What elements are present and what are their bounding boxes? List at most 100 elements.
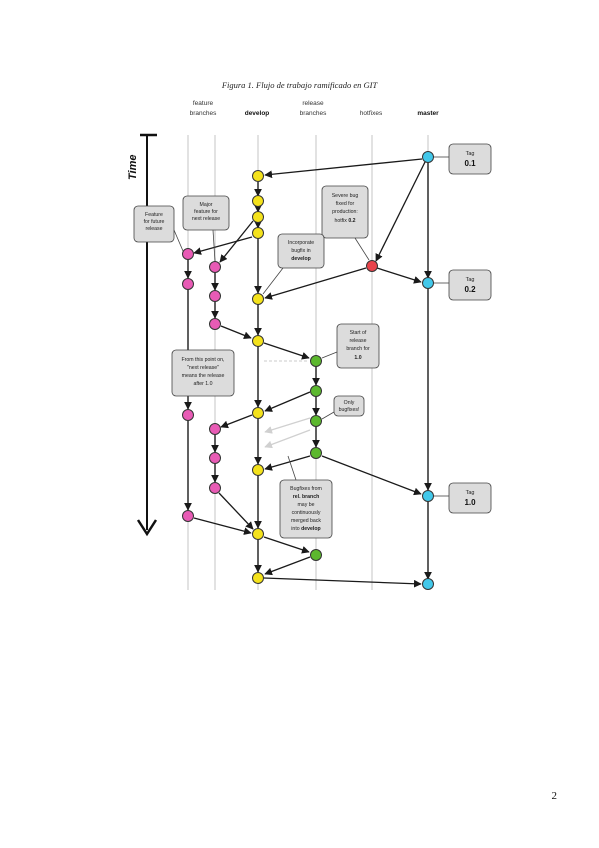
header-master: master xyxy=(417,110,439,117)
edge-feature1-to-develop xyxy=(193,517,252,535)
commit-feature xyxy=(209,482,221,494)
commit-develop xyxy=(252,572,264,584)
note-line: branch for xyxy=(346,346,370,352)
commit-release xyxy=(310,385,322,397)
edges xyxy=(184,158,432,588)
commits xyxy=(182,151,434,590)
commit-develop xyxy=(252,293,264,305)
note-major-feature: Major feature for next release xyxy=(182,195,230,262)
commit-feature xyxy=(209,423,221,435)
commit-hotfix xyxy=(366,260,378,272)
commit-develop xyxy=(252,528,264,540)
edge-feature2-to-develop xyxy=(220,325,252,340)
edge-develop-to-feature1 xyxy=(193,236,253,255)
tag-box xyxy=(448,269,492,301)
commit-release xyxy=(310,355,322,367)
commit-feature xyxy=(209,318,221,330)
note-box xyxy=(277,233,325,269)
note-line: Bugfixes from xyxy=(290,486,322,492)
tag-1-0: Tag 1.0 xyxy=(434,482,492,514)
note-severe-bug: Severe bug fixed for production: hotfix … xyxy=(321,185,370,261)
note-line-part: hotfix xyxy=(334,218,348,224)
note-line: rel. branch xyxy=(293,494,320,500)
edge-develop-to-feature3 xyxy=(220,414,253,429)
edge-release-to-develop-2 xyxy=(264,455,311,471)
tag-0-1: Tag 0.1 xyxy=(434,143,492,175)
note-line: develop xyxy=(291,256,311,262)
page-number: 2 xyxy=(551,790,558,802)
edge-develop-to-release-2 xyxy=(263,536,310,554)
note-pointer xyxy=(321,411,335,420)
commit-develop xyxy=(252,464,264,476)
time-axis: Time xyxy=(127,133,158,537)
note-line-part: develop xyxy=(301,526,321,532)
commit-develop xyxy=(252,195,264,207)
edge-hotfix-to-develop xyxy=(264,267,367,300)
note-line: into develop xyxy=(291,526,320,532)
note-pointer xyxy=(321,351,338,359)
header-feature-line1: feature xyxy=(193,100,214,107)
note-bugfixes-rel: Bugfixes from rel. branch may be continu… xyxy=(279,455,333,539)
commit-feature xyxy=(182,278,194,290)
commit-release xyxy=(310,447,322,459)
header-hotfixes: hotfixes xyxy=(360,110,383,117)
note-only-bugfixes: Only bugfixes! xyxy=(321,395,365,420)
tag-label: Tag xyxy=(466,277,475,283)
commit-feature xyxy=(182,248,194,260)
note-line: fixed for xyxy=(336,201,355,207)
note-start-release: Start of release branch for 1.0 xyxy=(321,323,380,369)
tag-label: Tag xyxy=(466,490,475,496)
note-box xyxy=(182,195,230,231)
note-box xyxy=(336,323,380,369)
note-line: bugfix in xyxy=(291,248,310,254)
commit-master xyxy=(422,578,434,590)
note-line: feature for xyxy=(194,209,218,215)
note-line: production: xyxy=(332,209,358,215)
commit-master xyxy=(422,277,434,289)
edge-develop-to-release xyxy=(263,342,310,360)
edge-feature3-to-develop xyxy=(218,492,254,530)
edge-faint-1 xyxy=(264,417,311,434)
tag-version: 0.2 xyxy=(464,285,476,294)
note-pointer xyxy=(354,237,370,261)
note-pointer xyxy=(173,229,184,252)
commit-feature xyxy=(209,261,221,273)
note-line: may be xyxy=(297,502,314,508)
edge-release-to-develop-1 xyxy=(264,391,311,412)
edge-master-to-develop xyxy=(264,158,423,179)
note-line: From this point on, xyxy=(182,357,225,363)
tag-label: Tag xyxy=(466,151,475,157)
tag-version: 1.0 xyxy=(464,498,476,507)
commit-release xyxy=(310,415,322,427)
commit-feature xyxy=(209,290,221,302)
note-line: Only xyxy=(344,400,355,406)
note-pointer xyxy=(262,267,284,295)
time-label: Time xyxy=(127,155,139,180)
tag-box xyxy=(448,482,492,514)
note-line: means the release xyxy=(182,373,225,379)
header-develop: develop xyxy=(245,110,270,117)
note-line-part: 0.2 xyxy=(348,218,355,224)
commit-feature xyxy=(182,409,194,421)
note-box xyxy=(321,185,369,239)
edge-release-to-master xyxy=(321,455,422,496)
edge-develop-to-feature2 xyxy=(219,220,254,263)
note-feature-future: Feature for future release xyxy=(133,205,184,252)
header-release-line1: release xyxy=(302,100,324,107)
edge-release2-to-develop xyxy=(264,556,311,576)
note-line: merged back xyxy=(291,518,321,524)
note-pointer xyxy=(287,455,297,481)
commit-feature xyxy=(209,452,221,464)
note-line: release xyxy=(145,226,162,232)
note-next-release: From this point on, "next release" means… xyxy=(171,349,235,397)
note-line: hotfix 0.2 xyxy=(334,218,355,224)
edge-master-to-hotfix xyxy=(375,161,426,262)
note-box xyxy=(279,479,333,539)
note-line: "next release" xyxy=(187,365,219,371)
note-box xyxy=(171,349,235,397)
commit-develop xyxy=(252,335,264,347)
note-line: bugfixes! xyxy=(339,407,360,413)
note-box xyxy=(333,395,365,417)
note-line-part: into xyxy=(291,526,301,532)
